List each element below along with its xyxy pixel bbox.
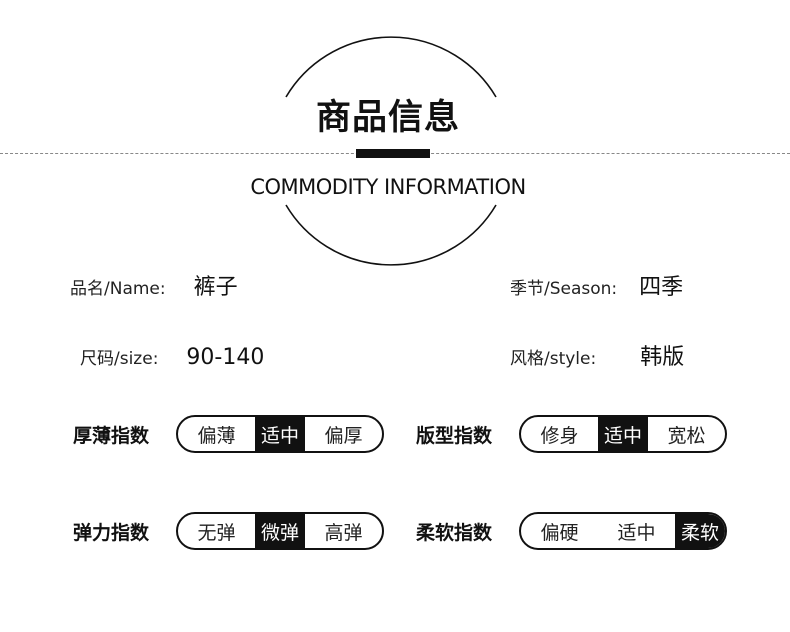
info-style: 风格/style: 韩版 (510, 344, 684, 373)
rating-thickness-label: 厚薄指数 (73, 424, 150, 447)
rating-softness-scale: 偏硬 适中 柔软 (519, 512, 727, 550)
header-divider-bar (356, 149, 430, 158)
info-name: 品名/Name: 裤子 (70, 274, 238, 303)
rating-option-selected: 适中 (598, 417, 648, 451)
rating-option-selected: 微弹 (255, 514, 305, 548)
section-subtitle: COMMODITY INFORMATION (250, 175, 526, 199)
rating-elasticity-label: 弹力指数 (73, 521, 150, 544)
info-name-value: 裤子 (193, 275, 238, 300)
rating-fit: 版型指数 修身 适中 宽松 (416, 414, 727, 454)
info-name-label: 品名/Name: (70, 279, 166, 299)
rating-option: 偏薄 (197, 424, 236, 447)
info-season-label: 季节/Season: (510, 279, 618, 299)
info-season-value: 四季 (639, 275, 684, 300)
info-style-value: 韩版 (640, 345, 685, 370)
rating-option: 宽松 (667, 424, 706, 447)
info-season: 季节/Season: 四季 (510, 274, 683, 303)
info-size-value: 90-140 (186, 345, 265, 370)
rating-thickness: 厚薄指数 偏薄 适中 偏厚 (73, 414, 384, 454)
rating-option: 高弹 (324, 521, 363, 544)
rating-option: 适中 (617, 521, 656, 544)
rating-fit-scale: 修身 适中 宽松 (519, 415, 727, 453)
info-style-label: 风格/style: (510, 349, 597, 369)
rating-option: 修身 (540, 424, 579, 447)
rating-elasticity-scale: 无弹 微弹 高弹 (176, 512, 384, 550)
rating-softness: 柔软指数 偏硬 适中 柔软 (416, 511, 727, 551)
section-title: 商品信息 (315, 98, 460, 138)
rating-option-selected: 柔软 (675, 514, 725, 548)
rating-option-selected: 适中 (255, 417, 305, 451)
rating-option: 偏厚 (324, 424, 363, 447)
info-size: 尺码/size: 90-140 (80, 344, 264, 373)
rating-fit-label: 版型指数 (416, 424, 493, 447)
rating-elasticity: 弹力指数 无弹 微弹 高弹 (73, 511, 384, 551)
info-size-label: 尺码/size: (80, 349, 159, 369)
rating-option: 偏硬 (540, 521, 579, 544)
rating-thickness-scale: 偏薄 适中 偏厚 (176, 415, 384, 453)
rating-softness-label: 柔软指数 (416, 521, 493, 544)
rating-option: 无弹 (197, 521, 236, 544)
